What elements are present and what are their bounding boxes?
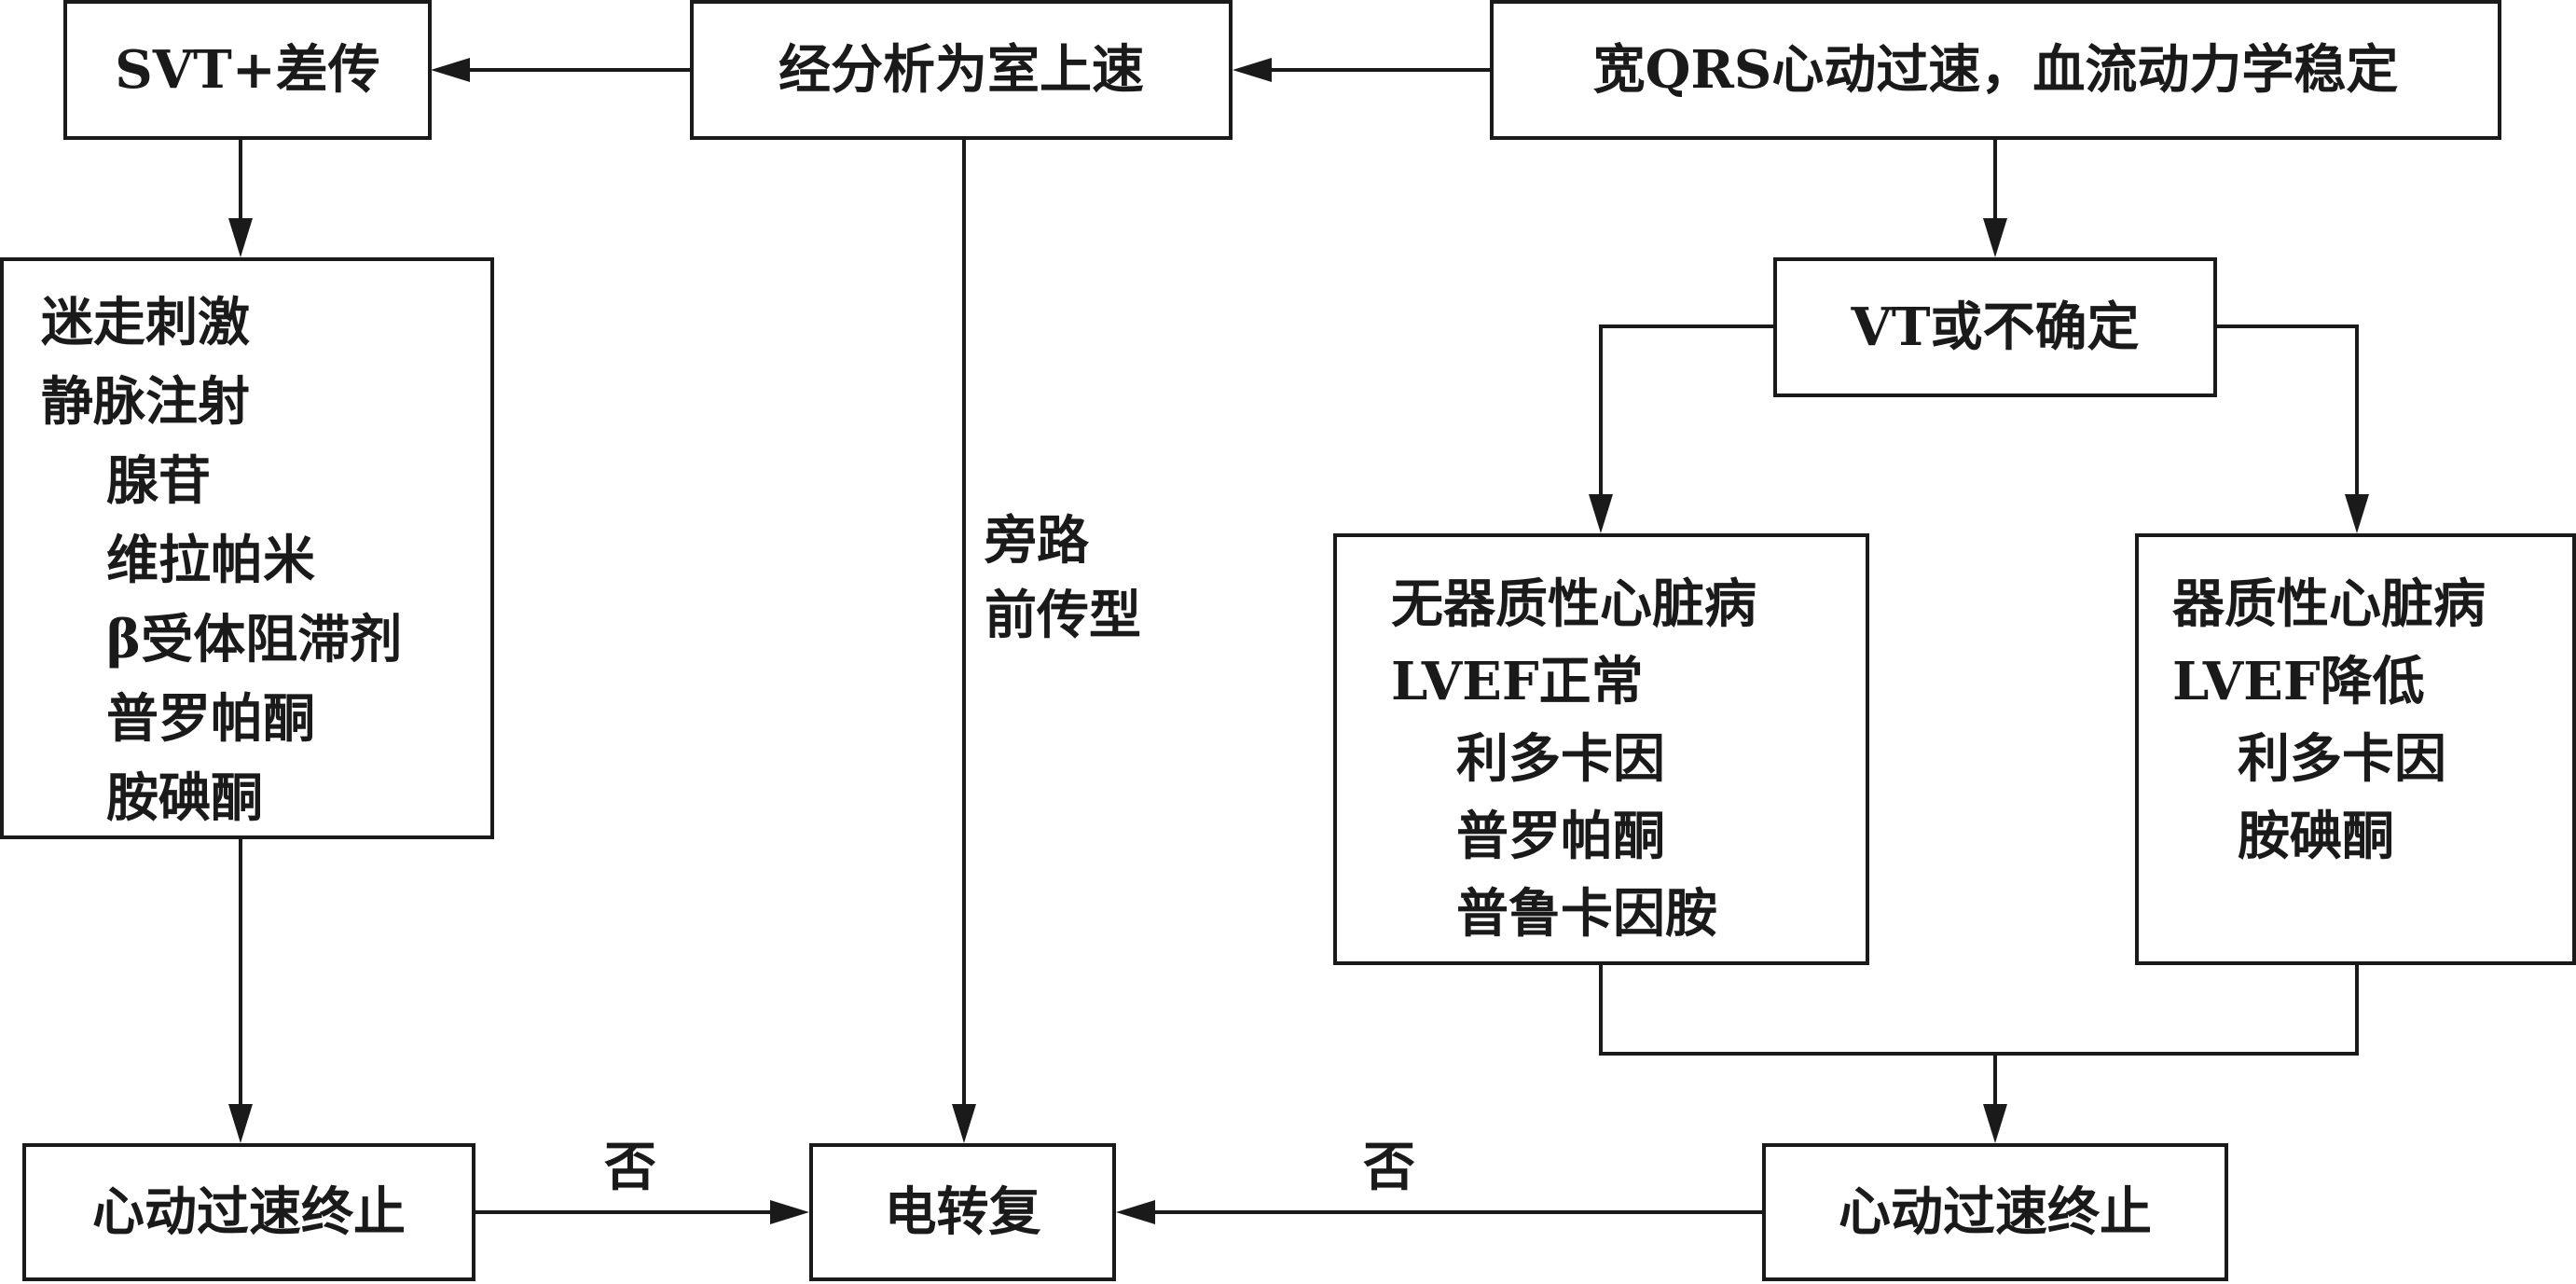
drug-item: 腺苷 bbox=[106, 450, 211, 512]
node-svt-aberrancy: SVT+差传 bbox=[63, 0, 432, 140]
edge-vt-to-heart bbox=[2217, 324, 2359, 504]
box-line: 迷走刺激 bbox=[41, 292, 250, 353]
structural-heart-box: 器质性心脏病 LVEF降低 利多卡因 胺碘酮 bbox=[2135, 533, 2576, 965]
edge-label-no-left: 否 bbox=[604, 1137, 656, 1198]
arrowhead bbox=[1983, 218, 2007, 257]
arrowhead bbox=[431, 58, 470, 82]
arrowhead bbox=[770, 1200, 809, 1224]
node-vt-uncertain: VT或不确定 bbox=[1773, 257, 2217, 397]
box-line: LVEF正常 bbox=[1391, 651, 1644, 712]
bypass-label-2: 前传型 bbox=[985, 585, 1141, 646]
drug-item: 胺碘酮 bbox=[2238, 806, 2394, 867]
arrowhead bbox=[228, 218, 253, 257]
box-line: LVEF降低 bbox=[2172, 651, 2425, 712]
drug-item: 普鲁卡因胺 bbox=[1456, 883, 1717, 945]
node-label: 经分析为室上速 bbox=[778, 39, 1144, 101]
edge-vt-to-no-heart bbox=[1599, 324, 1773, 504]
node-label: 电转复 bbox=[884, 1181, 1041, 1243]
arrowhead bbox=[1983, 1104, 2007, 1143]
no-structural-heart-box: 无器质性心脏病 LVEF正常 利多卡因 普罗帕酮 普鲁卡因胺 bbox=[1333, 533, 1869, 965]
drug-item: 胺碘酮 bbox=[106, 767, 263, 829]
arrowhead bbox=[1233, 58, 1272, 82]
box-line: 器质性心脏病 bbox=[2172, 573, 2486, 635]
drug-item: β受体阻滞剂 bbox=[106, 609, 403, 670]
node-label: VT或不确定 bbox=[1851, 297, 2140, 358]
edge-label-no-right: 否 bbox=[1363, 1137, 1415, 1198]
node-cardioversion: 电转复 bbox=[809, 1143, 1116, 1281]
arrowhead bbox=[2345, 494, 2369, 533]
node-tachycardia-terminated-left: 心动过速终止 bbox=[22, 1143, 475, 1281]
box-line: 静脉注射 bbox=[41, 371, 250, 433]
drug-item: 普罗帕酮 bbox=[106, 688, 315, 750]
bypass-label-1: 旁路 bbox=[985, 510, 1089, 572]
edge-merge bbox=[1599, 965, 2359, 1056]
drug-item: 维拉帕米 bbox=[106, 530, 315, 591]
drug-item: 利多卡因 bbox=[2238, 728, 2446, 790]
node-label: 心动过速终止 bbox=[92, 1181, 406, 1243]
box-line: 无器质性心脏病 bbox=[1391, 573, 1756, 635]
node-tachycardia-terminated-right: 心动过速终止 bbox=[1762, 1143, 2228, 1281]
arrowhead bbox=[228, 1104, 253, 1143]
node-label: 心动过速终止 bbox=[1839, 1181, 2152, 1243]
node-label: SVT+差传 bbox=[115, 39, 380, 101]
arrowhead bbox=[1116, 1200, 1155, 1224]
node-label: 宽QRS心动过速，血流动力学稳定 bbox=[1592, 39, 2399, 101]
vagal-drug-box: 迷走刺激 静脉注射 腺苷 维拉帕米 β受体阻滞剂 普罗帕酮 胺碘酮 bbox=[0, 257, 494, 839]
drug-item: 利多卡因 bbox=[1456, 728, 1665, 790]
node-svt-analysis: 经分析为室上速 bbox=[690, 0, 1233, 140]
arrowhead bbox=[1589, 494, 1613, 533]
drug-item: 普罗帕酮 bbox=[1456, 806, 1665, 867]
arrowhead bbox=[952, 1104, 976, 1143]
node-wide-qrs-start: 宽QRS心动过速，血流动力学稳定 bbox=[1490, 0, 2501, 140]
